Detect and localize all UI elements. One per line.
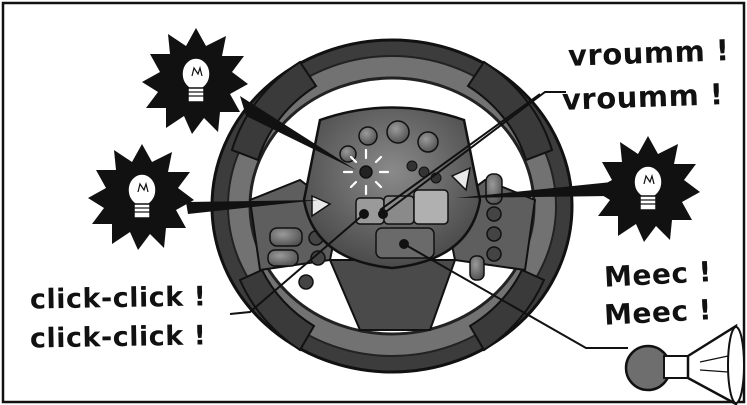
left-spoke-button-1 (270, 228, 302, 246)
horn-sound-line-1: Meec ! (603, 255, 713, 294)
engine-sound-line-1: vroumm ! (567, 33, 730, 73)
left-spoke-button-2 (268, 250, 298, 266)
indicator-sound-line-1: click-click ! (30, 281, 207, 315)
indicator-sound-line-2: click-click ! (30, 320, 207, 354)
center-led (360, 166, 372, 178)
horn-sound-line-2: Meec ! (603, 293, 713, 332)
engine-sound-line-2: vroumm ! (561, 77, 724, 117)
right-spoke-button-1 (486, 174, 502, 204)
